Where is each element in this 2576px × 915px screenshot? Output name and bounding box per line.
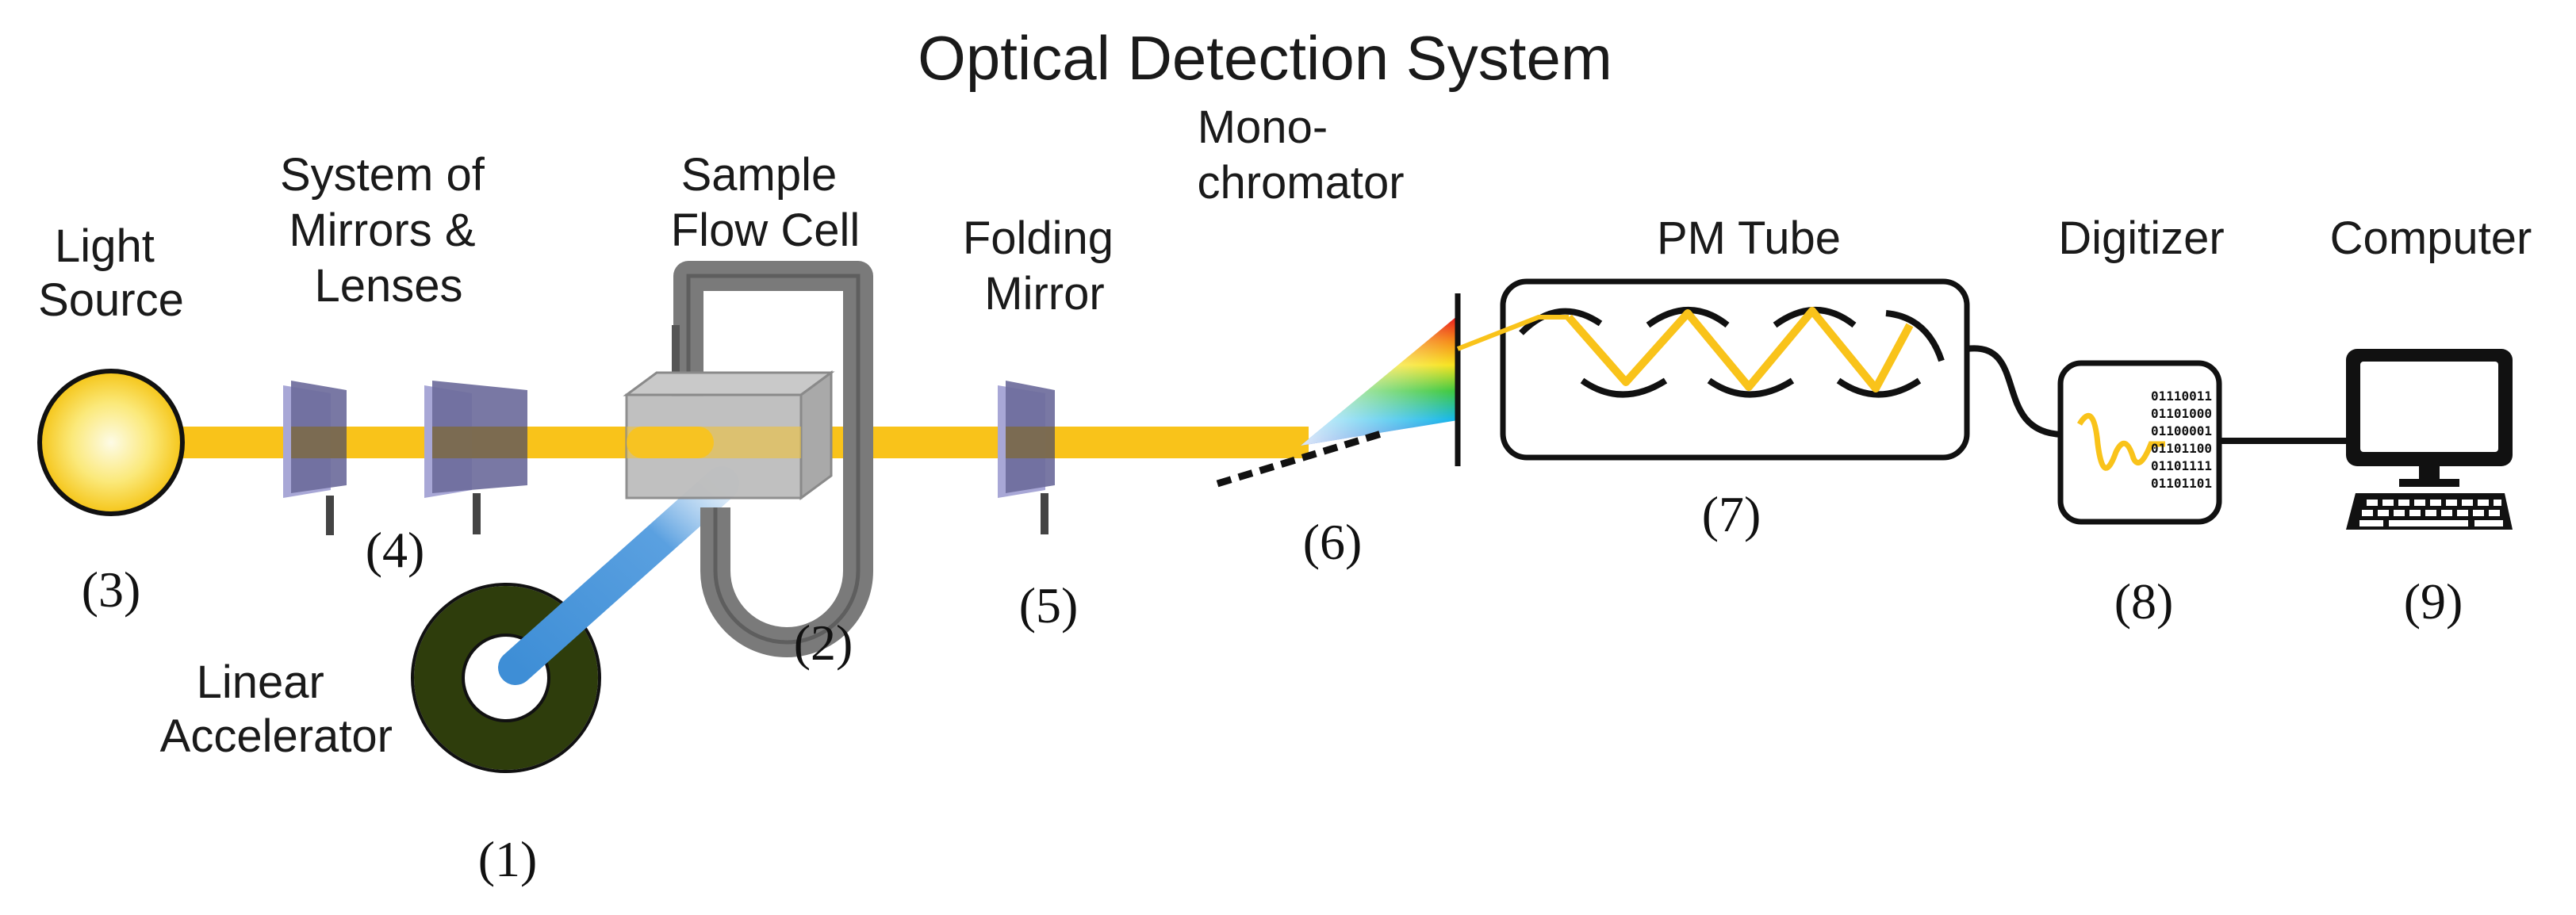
folding-mirror-label-2: Mirror	[984, 268, 1104, 320]
light-source-bulb	[37, 369, 185, 516]
monochromator-label-1: Mono-	[1198, 101, 1328, 153]
folding-mirror: Folding Mirror (5)	[963, 212, 1126, 634]
diagram-title: Optical Detection System	[918, 23, 1612, 93]
lens-2	[424, 381, 527, 534]
digitizer: Digitizer 01110011 01101000 01100001 011…	[2057, 212, 2225, 630]
folding-mirror-label-1: Folding	[963, 212, 1114, 264]
digitizer-label: Digitizer	[2058, 212, 2225, 264]
pmt-light-path	[1456, 315, 1569, 351]
linac-number: (1)	[478, 831, 538, 887]
mirrors-lenses-label-3: Lenses	[314, 260, 462, 312]
svg-text:01110011 01101000: 01110011 01101000 01100001 01101100 0110…	[2151, 389, 2220, 491]
pm-tube-label: PM Tube	[1657, 212, 1841, 264]
pm-tube: PM Tube (7)	[1456, 212, 1970, 542]
computer-number: (9)	[2404, 573, 2463, 630]
computer: Computer (9)	[2330, 212, 2532, 630]
flow-cell-label-1: Sample	[681, 149, 838, 201]
linac-label-1: Linear	[197, 657, 324, 708]
binary-line: 01101111	[2151, 458, 2212, 473]
svg-text:Light Source: Light Source	[38, 220, 184, 326]
mirrors-lenses-number: (4)	[366, 522, 425, 578]
pm-tube-number: (7)	[1702, 486, 1761, 542]
binary-line: 01110011	[2151, 389, 2212, 404]
pmt-electron-path	[1566, 307, 1914, 392]
svg-text:Linear Accelerator: Linear Accelerator	[160, 657, 393, 762]
light-source-label-1: Light	[55, 220, 155, 272]
keyboard-icon	[2346, 493, 2513, 530]
binary-line: 01101000	[2151, 406, 2212, 421]
linac-label-2: Accelerator	[160, 710, 393, 762]
flow-cell-label-2: Flow Cell	[671, 205, 861, 256]
light-source-label-2: Source	[38, 274, 184, 326]
linear-accelerator: Linear Accelerator (1)	[160, 466, 739, 887]
binary-line: 01100001	[2151, 423, 2212, 438]
svg-text:System of Mirrors &: System of Mirrors & Lenses	[280, 149, 497, 312]
binary-line: 01101100	[2151, 441, 2212, 456]
folding-mirror-number: (5)	[1019, 577, 1079, 634]
grating	[1216, 429, 1386, 488]
lens-1	[283, 381, 347, 535]
light-source-number: (3)	[82, 561, 141, 618]
linac-ring	[414, 586, 598, 770]
electron-beam	[498, 466, 739, 685]
mirrors-lenses-label-2: Mirrors &	[289, 205, 475, 256]
monochromator: Mono- chromator (6)	[1197, 101, 1461, 570]
light-source: Light Source (3)	[37, 220, 185, 618]
flow-cell-number: (2)	[794, 614, 853, 671]
monochromator-label-2: chromator	[1197, 157, 1404, 209]
digitizer-waveform	[2076, 412, 2165, 471]
svg-text:Folding Mirror: Folding Mirror	[963, 212, 1126, 320]
svg-text:Mono- chromator: Mono- chromator	[1197, 101, 1404, 209]
pmt-cable	[1966, 345, 2063, 438]
mirrors-lenses-label-1: System of	[280, 149, 485, 201]
sample-flow-cell: Sample Flow Cell (2)	[623, 149, 873, 671]
mirrors-lenses: System of Mirrors & Lenses (4)	[280, 149, 527, 578]
computer-label: Computer	[2330, 212, 2532, 264]
monochromator-number: (6)	[1303, 514, 1363, 570]
digitizer-number: (8)	[2114, 573, 2174, 630]
svg-text:Sample Flow Cell: Sample Flow Cell	[671, 149, 861, 256]
binary-line: 01101101	[2151, 476, 2212, 491]
